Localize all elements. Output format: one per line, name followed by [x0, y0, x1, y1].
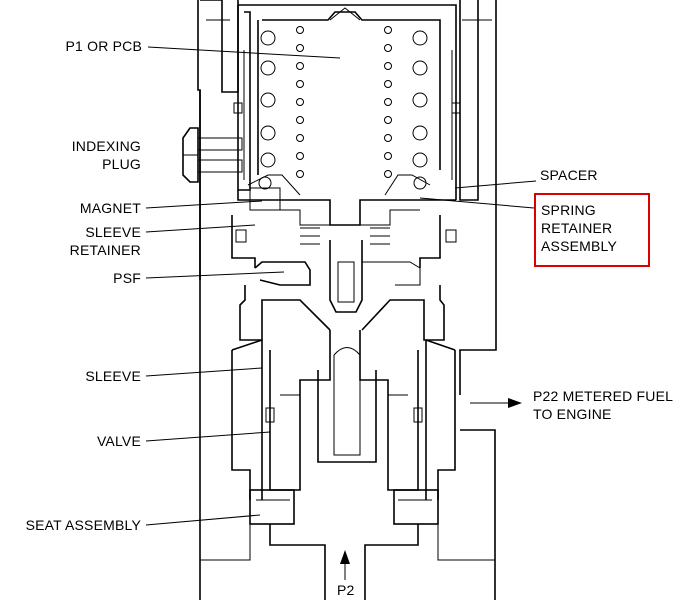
valve [269, 330, 419, 491]
label-spacer: SPACER [540, 167, 598, 183]
label-p1-or-pcb: P1 OR PCB [65, 38, 142, 54]
label-p2: P2 [337, 582, 355, 598]
sleeve-retainer [231, 215, 457, 268]
seat-assembly [200, 489, 495, 600]
label-sleeve: SLEEVE [85, 368, 141, 384]
spring-coils [260, 26, 428, 178]
label-to-engine: TO ENGINE [533, 406, 612, 422]
leader-lines [145, 46, 537, 526]
label-magnet: MAGNET [79, 200, 141, 216]
label-assembly: ASSEMBLY [541, 238, 618, 254]
label-spring: SPRING [541, 202, 596, 218]
label-sleeve-retainer-2: RETAINER [69, 242, 141, 258]
highlight-box [534, 193, 650, 267]
sleeve [231, 339, 456, 500]
indexing-plug [182, 127, 243, 183]
label-p22-metered-fuel: P22 METERED FUEL [533, 388, 674, 404]
label-valve: VALVE [96, 433, 141, 449]
label-retainer: RETAINER [541, 220, 613, 236]
spring-chamber [233, 4, 461, 200]
label-psf: PSF [113, 270, 141, 286]
flow-arrows [340, 398, 522, 580]
label-sleeve-retainer-1: SLEEVE [85, 224, 141, 240]
psf-stem [239, 240, 445, 341]
label-seat-assembly: SEAT ASSEMBLY [25, 517, 141, 533]
spring-retainer [237, 174, 456, 226]
label-plug: PLUG [102, 156, 141, 172]
housing [197, 0, 497, 600]
label-indexing: INDEXING [71, 138, 141, 154]
